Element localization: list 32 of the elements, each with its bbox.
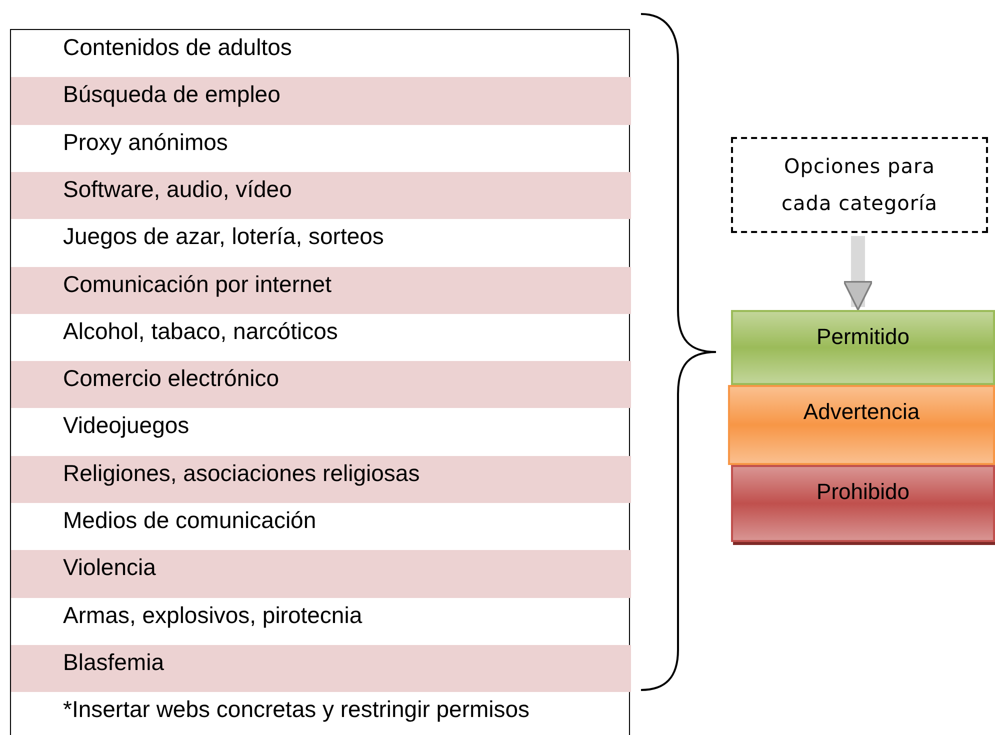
- category-label: Software, audio, vídeo: [63, 176, 292, 203]
- category-row: [11, 550, 631, 598]
- note-box: [731, 137, 988, 233]
- option-label: Permitido: [816, 324, 910, 350]
- option-bar: [731, 465, 995, 542]
- option-bar: [728, 385, 995, 465]
- category-row: [11, 77, 631, 125]
- category-label: Búsqueda de empleo: [63, 81, 280, 108]
- option-label: Advertencia: [802, 399, 921, 425]
- category-label: Comunicación por internet: [63, 270, 332, 298]
- category-label: Violencia: [63, 554, 156, 582]
- option-bar: [731, 310, 995, 385]
- category-label: Medios de comunicación: [63, 507, 316, 534]
- category-label: Proxy anónimos: [63, 128, 228, 156]
- category-row: [11, 361, 631, 408]
- category-label: Alcohol, tabaco, narcóticos: [63, 318, 338, 345]
- category-label: Religiones, asociaciones religiosas: [63, 460, 420, 487]
- category-row: [11, 266, 631, 314]
- category-label: Juegos de azar, lotería, sorteos: [63, 223, 384, 250]
- category-label: Comercio electrónico: [63, 365, 280, 392]
- category-row: [11, 172, 631, 220]
- category-label: Blasfemia: [63, 648, 164, 676]
- category-row: [11, 644, 631, 692]
- category-row: [11, 456, 631, 503]
- block-arrow: [843, 236, 873, 311]
- category-label: Videojuegos: [63, 412, 190, 440]
- note-text: Opciones para cada categoría: [780, 153, 938, 217]
- category-label: Armas, explosivos, pirotecnia: [63, 602, 362, 629]
- category-label: Contenidos de adultos: [63, 34, 292, 61]
- category-list: [10, 29, 630, 735]
- category-label: *Insertar webs concretas y restringir permisos: [63, 696, 530, 724]
- option-label: Prohibido: [816, 479, 910, 505]
